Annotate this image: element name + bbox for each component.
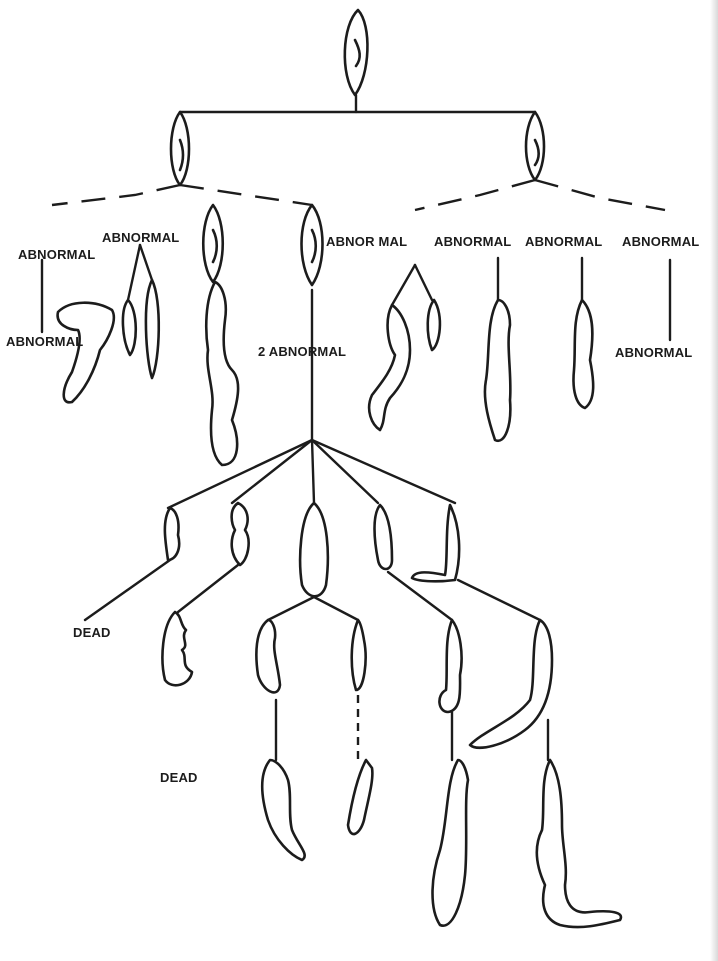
fan-3 — [312, 440, 314, 503]
cell-g3-3 — [300, 503, 328, 596]
link-gen1-right-b — [535, 180, 665, 210]
cell-zigzag — [162, 612, 192, 685]
label-abnormal-r2: ABNORMAL — [434, 234, 511, 249]
label-dead-2: DEAD — [160, 770, 198, 785]
cell-tall-chain-a — [206, 282, 238, 465]
link-gen1-left-a — [52, 185, 180, 205]
link-abn-upper-a — [128, 245, 140, 300]
label-abnormal-r4: ABNORMAL — [622, 234, 699, 249]
cell-gen1-left — [171, 112, 189, 185]
cell-g4-d — [470, 620, 552, 748]
link-abn-upper-b — [140, 245, 152, 280]
cell-g3-2 — [232, 503, 249, 565]
cell-g4-a — [256, 620, 280, 692]
fan-4 — [312, 440, 378, 503]
cell-g5-c — [433, 760, 469, 926]
cell-gen1-right — [526, 112, 544, 180]
link-g3-2-down — [178, 565, 238, 612]
link-r-cluster-a — [392, 265, 415, 305]
page-edge-shadow — [710, 0, 718, 961]
cell-gen2-a — [203, 205, 223, 282]
cell-gen2-center — [302, 205, 323, 285]
cell-r-curled — [369, 305, 410, 430]
label-abnormal-upper: ABNORMAL — [102, 230, 179, 245]
cell-g3-5 — [412, 505, 459, 581]
link-g3-3-r — [314, 597, 358, 620]
cell-g3-4 — [375, 505, 393, 569]
cell-g3-1 — [165, 508, 179, 560]
cell-g5-d — [537, 760, 621, 927]
link-dead-1 — [85, 560, 170, 620]
link-r-cluster-b — [415, 265, 432, 300]
label-dead-1: DEAD — [73, 625, 111, 640]
label-abnormal-far-right: ABNORMAL — [615, 345, 692, 360]
cell-g5-b — [348, 760, 372, 834]
label-abnormal-r3: ABNORMAL — [525, 234, 602, 249]
cell-root — [345, 10, 368, 95]
label-abnormal-r1: ABNOR MAL — [326, 234, 407, 249]
link-g3-3-l — [268, 597, 314, 620]
link-g3-5-down — [458, 580, 540, 620]
cell-curled-left — [58, 303, 114, 403]
link-gen1-right-a — [415, 180, 535, 210]
cell-small-a — [123, 300, 136, 355]
link-gen1-left-b — [180, 185, 312, 205]
label-two-abnormal: 2 ABNORMAL — [258, 344, 346, 359]
fan-5 — [312, 440, 455, 503]
cell-r-small — [428, 300, 440, 350]
label-abnormal-lower-left: ABNORMAL — [6, 334, 83, 349]
cell-g4-c — [439, 620, 461, 712]
cell-g5-a — [262, 760, 304, 860]
cell-small-b — [146, 280, 159, 378]
cell-r-chain-2 — [485, 300, 511, 441]
cell-g4-b — [352, 620, 366, 690]
cell-r-chain-3 — [573, 300, 593, 408]
label-abnormal-left: ABNORMAL — [18, 247, 95, 262]
